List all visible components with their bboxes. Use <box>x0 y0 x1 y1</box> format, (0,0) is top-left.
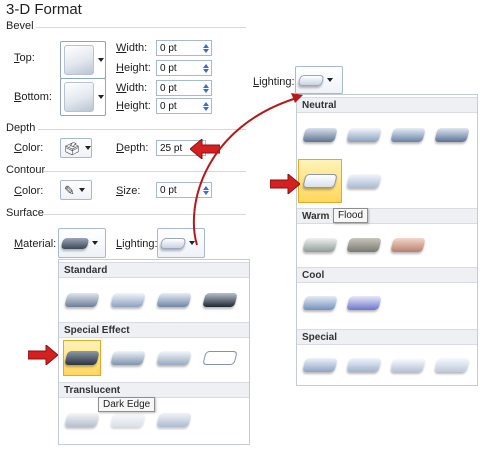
material-tile[interactable] <box>63 402 101 438</box>
paint-bucket-icon: 🗳 <box>64 140 81 156</box>
bottom-width-spinner[interactable]: 0 pt <box>156 80 212 96</box>
gallery-section-neutral: Neutral <box>297 97 477 113</box>
bevel-bottom-button[interactable] <box>60 78 106 116</box>
material-tile[interactable] <box>155 340 193 376</box>
lighting-tile[interactable] <box>389 227 427 263</box>
red-arrow-icon <box>28 345 58 365</box>
contour-color-label: Color: <box>14 185 44 197</box>
bottom-height-value[interactable]: 0 pt <box>160 100 177 112</box>
gallery-section-special-effect: Special Effect <box>59 322 249 338</box>
material-tile[interactable] <box>155 402 193 438</box>
lighting-tile[interactable] <box>345 227 383 263</box>
material-gallery: Standard Special Effect Translucent <box>58 259 250 445</box>
lighting-label: Lighting: <box>116 238 158 250</box>
lighting-tile[interactable] <box>301 347 339 383</box>
spin-arrows-icon[interactable] <box>200 183 211 197</box>
lighting-tile[interactable] <box>345 285 383 321</box>
material-tile[interactable] <box>201 340 239 376</box>
bevel-top-button[interactable] <box>60 41 106 79</box>
material-preview-icon <box>60 237 90 249</box>
lighting-tile-flood[interactable] <box>298 159 342 203</box>
lighting-tile[interactable] <box>389 117 427 153</box>
top-width-value[interactable]: 0 pt <box>160 42 177 54</box>
material-tile[interactable] <box>109 282 147 318</box>
lighting-tile[interactable] <box>389 347 427 383</box>
pen-icon: ✎ <box>64 182 75 198</box>
contour-size-label: Size: <box>116 185 141 197</box>
gallery-section-special: Special <box>297 329 477 345</box>
lighting-tile[interactable] <box>345 117 383 153</box>
depth-color-button[interactable]: 🗳 <box>60 138 92 158</box>
panel-title: 3-D Format <box>6 1 82 18</box>
contour-heading: Contour <box>6 164 46 176</box>
top-width-label: Width: <box>116 42 148 54</box>
chevron-down-icon <box>78 188 85 192</box>
material-tile[interactable] <box>63 282 101 318</box>
red-arrow-icon <box>270 174 300 194</box>
material-tile[interactable] <box>155 282 193 318</box>
chevron-down-icon <box>84 146 91 150</box>
material-label: Material: <box>14 238 57 250</box>
surface-divider <box>44 214 246 215</box>
depth-value[interactable]: 25 pt <box>160 142 183 154</box>
top-height-value[interactable]: 0 pt <box>160 62 177 74</box>
connector-arrow-icon <box>192 93 303 246</box>
bevel-top-swatch <box>64 45 94 75</box>
depth-heading: Depth <box>6 122 36 134</box>
material-tile-dark-edge[interactable] <box>63 340 101 376</box>
chevron-down-icon <box>98 95 104 99</box>
lighting-gallery-button[interactable] <box>295 66 343 94</box>
bottom-height-spinner[interactable]: 0 pt <box>156 98 212 114</box>
gallery-section-translucent: Translucent <box>59 382 249 398</box>
material-button[interactable] <box>58 228 106 258</box>
tooltip-dark-edge: Dark Edge <box>98 397 156 412</box>
bevel-heading: Bevel <box>6 20 34 32</box>
spin-arrows-icon[interactable] <box>200 61 211 75</box>
bottom-width-value[interactable]: 0 pt <box>160 82 177 94</box>
spin-arrows-icon[interactable] <box>200 81 211 95</box>
lighting-tile[interactable] <box>345 347 383 383</box>
bottom-width-label: Width: <box>116 82 148 94</box>
material-tile[interactable] <box>109 340 147 376</box>
surface-heading: Surface <box>6 207 44 219</box>
chevron-down-icon <box>189 241 195 245</box>
chevron-down-icon <box>98 58 104 62</box>
top-height-spinner[interactable]: 0 pt <box>156 60 212 76</box>
depth-label: Depth: <box>116 142 149 154</box>
lighting-tile[interactable] <box>433 347 471 383</box>
chevron-down-icon <box>327 78 333 82</box>
lighting-preview-icon <box>297 74 325 86</box>
top-width-spinner[interactable]: 0 pt <box>156 40 212 56</box>
lighting-gallery: Neutral Warm Cool Special <box>296 94 478 386</box>
depth-color-label: Color: <box>14 142 44 154</box>
lighting-gallery-label: Lighting: <box>253 76 295 88</box>
material-tile[interactable] <box>201 282 239 318</box>
spin-arrows-icon[interactable] <box>200 99 211 113</box>
spin-arrows-icon[interactable] <box>200 41 211 55</box>
lighting-tile[interactable] <box>345 163 383 199</box>
chevron-down-icon <box>92 241 98 245</box>
bevel-bottom-swatch <box>64 82 94 112</box>
contour-size-value[interactable]: 0 pt <box>160 184 177 196</box>
lighting-tile[interactable] <box>301 285 339 321</box>
bevel-top-label: Top: <box>14 52 35 64</box>
bevel-divider <box>36 27 246 28</box>
lighting-tile[interactable] <box>433 117 471 153</box>
gallery-section-warm: Warm <box>297 208 477 224</box>
lighting-preview-icon <box>159 237 187 249</box>
gallery-section-cool: Cool <box>297 267 477 283</box>
contour-divider <box>44 171 246 172</box>
depth-divider <box>38 129 246 130</box>
bevel-bottom-label: Bottom: <box>14 91 52 103</box>
gallery-section-standard: Standard <box>59 262 249 278</box>
bottom-height-label: Height: <box>116 100 151 112</box>
top-height-label: Height: <box>116 62 151 74</box>
contour-color-button[interactable]: ✎ <box>60 180 92 200</box>
tooltip-flood: Flood <box>333 208 369 223</box>
